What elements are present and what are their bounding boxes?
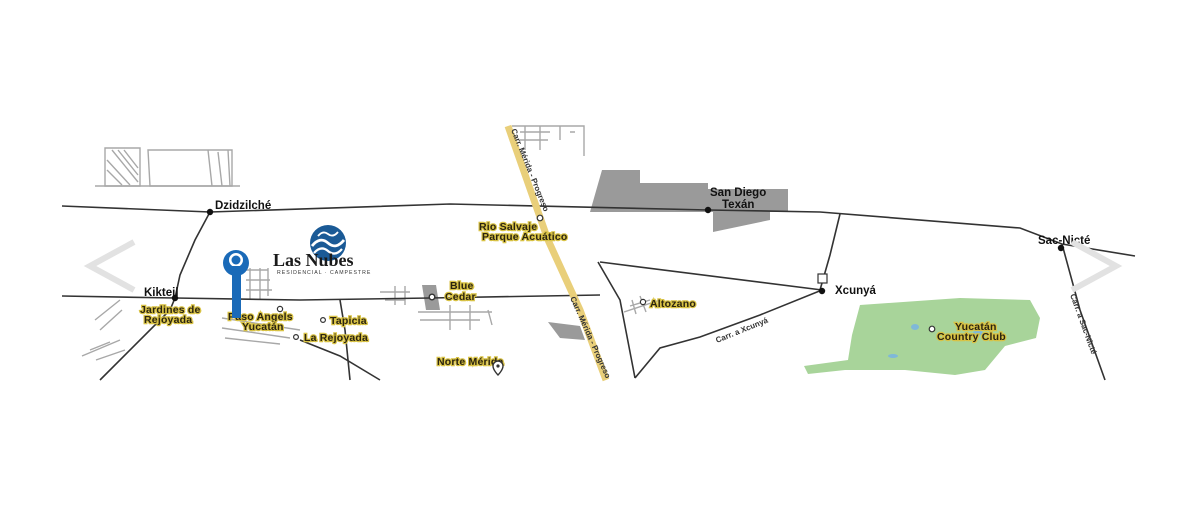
paso-angels-label: Paso Angels (228, 311, 293, 323)
carretera-xcunya (634, 289, 823, 379)
las-nubes-lot-strip (232, 270, 241, 318)
previous-button[interactable] (80, 238, 140, 294)
roads (61, 203, 1136, 381)
jardines-label: Jardines de (140, 304, 201, 316)
top-left-street-grid (95, 147, 240, 187)
kikteil-label: Kikteil (144, 287, 179, 299)
xcunya-label: Xcunyá (835, 285, 877, 297)
la-rejoyada-label: La Rejoyada (304, 332, 368, 344)
poi-rio-salvaje[interactable]: Rio Salvaje Parque Acuático (478, 214, 568, 244)
south-urban-area (548, 322, 585, 340)
kikteil-road (61, 294, 601, 301)
rio-salvaje-label: Rio Salvaje (479, 221, 537, 233)
town-kikteil[interactable]: Kikteil (144, 287, 179, 302)
map-pin-icon (293, 334, 300, 341)
poi-altozano[interactable]: Altozano (639, 297, 697, 311)
las-nubes-logo-icon (310, 225, 346, 261)
secondary-north-road (339, 299, 351, 381)
cedar-label: Cedar (445, 291, 476, 303)
altozano-label: Altozano (650, 298, 696, 310)
poi-paso-angels[interactable]: Paso Angels Yucatán (227, 305, 294, 334)
rejoyada-small-label: Rejoyada (144, 314, 192, 326)
highway (504, 124, 610, 382)
xcunya-road-label: Carr. a Xcunyá (714, 315, 769, 344)
poi-blue-cedar[interactable]: Blue Cedar (428, 279, 477, 304)
town-san-diego-texan[interactable]: San Diego Texán (704, 187, 766, 214)
yucatan-small-label: Yucatán (242, 321, 284, 333)
chevron-left-icon (83, 239, 136, 293)
poi-norte-merida[interactable]: Norte Mérida (436, 355, 505, 376)
map-pin-icon (536, 214, 544, 222)
map-pin-icon (639, 298, 647, 306)
northern-road (61, 203, 1136, 257)
town-dzidzilche[interactable]: Dzidzilché (206, 200, 271, 216)
merida-progreso-highway (504, 124, 610, 382)
poi-yucatan-country-club[interactable]: Yucatán Country Club (928, 320, 1007, 344)
dzidzilche-road (99, 211, 211, 381)
map-pin-icon (928, 325, 936, 333)
built-areas (422, 170, 1040, 375)
lake-shape (973, 330, 983, 336)
progreso-street-grid (512, 125, 585, 156)
blue-label: Blue (450, 280, 474, 292)
las-nubes-tagline: RESIDENCIAL · CAMPESTRE (277, 270, 371, 276)
southwest-road (597, 261, 636, 379)
street-grids (81, 125, 661, 361)
tapicia-label: Tapicia (330, 315, 367, 327)
points-of-interest: Rio Salvaje Parque Acuático Jardines de … (139, 214, 1007, 376)
country-club-label: Country Club (937, 331, 1006, 343)
lake-shape (888, 354, 898, 358)
map-pin-icon (276, 305, 284, 313)
poi-la-rejoyada[interactable]: La Rejoyada (293, 331, 369, 345)
location-pin-icon (223, 250, 249, 280)
rejoyada-road (299, 339, 381, 381)
yucatan-label: Yucatán (955, 321, 997, 333)
texan-label: Texán (722, 199, 754, 211)
poi-jardines-rejoyada[interactable]: Jardines de Rejoyada (139, 303, 202, 327)
kikteil-street-grid (81, 268, 301, 361)
next-button[interactable] (1066, 238, 1126, 294)
san-diego-label: San Diego (710, 187, 766, 199)
parque-acuatico-label: Parque Acuático (482, 231, 567, 243)
yucatan-country-club-area[interactable] (804, 298, 1040, 375)
poi-tapicia[interactable]: Tapicia (320, 314, 368, 328)
lake-shape (911, 324, 919, 330)
cedar-street-grid (380, 286, 493, 330)
map-pin-icon (428, 293, 436, 301)
dzidzilche-label: Dzidzilché (215, 200, 271, 212)
las-nubes-location[interactable]: Las Nubes RESIDENCIAL · CAMPESTRE (223, 225, 371, 318)
map-pin-icon (492, 360, 504, 376)
towns: Dzidzilché San Diego Texán Sac-Nicté Kik… (144, 187, 1090, 302)
sac-nicte-road (1061, 243, 1106, 381)
las-nubes-wordmark: Las Nubes (273, 250, 354, 270)
san-diego-urban-area (590, 170, 788, 232)
town-xcunya[interactable]: Xcunyá (817, 273, 877, 297)
sac-nicte-road-label: Carr. a Sac-Nicté (1068, 293, 1098, 356)
chevron-right-icon (1070, 239, 1123, 293)
map-pin-icon (320, 317, 327, 324)
norte-merida-label: Norte Mérida (437, 356, 504, 368)
